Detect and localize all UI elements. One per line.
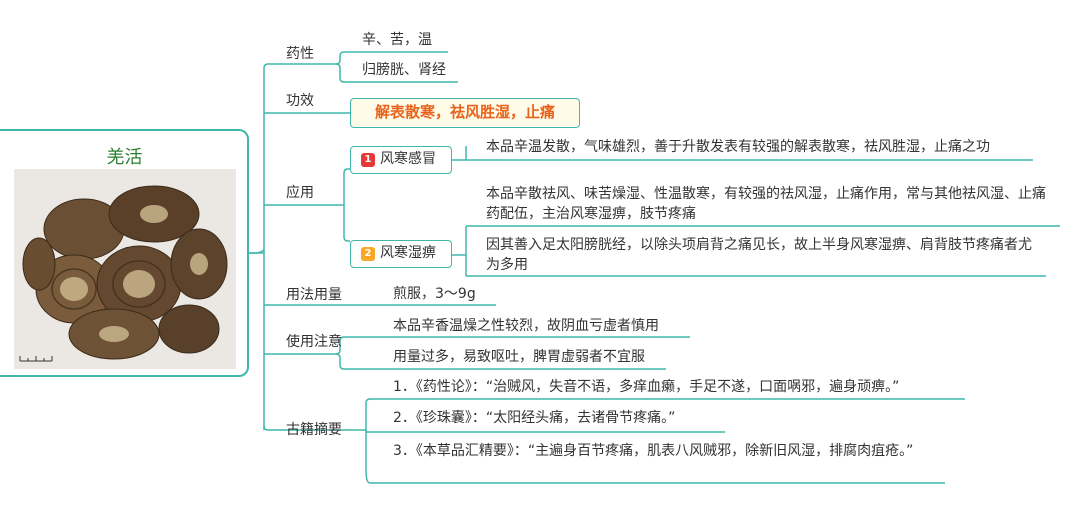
yingyong-detail: 本品辛散祛风、味苦燥湿、性温散寒，有较强的祛风湿，止痛作用，常与其他祛风湿、止痛… [486,186,1046,222]
branch-label-yingyong: 应用 [286,185,314,201]
herb-image [14,169,236,369]
guji-item: 2．《珍珠囊》：“太阳经头痛，去诸骨节疼痛。” [393,410,676,426]
yingyong-detail: 因其善入足太阳膀胱经，以除头项肩背之痛见长，故上半身风寒湿痹、肩背肢节疼痛者尤为… [486,237,1032,273]
yongfa-value: 煎服，3～9g [393,286,476,302]
root-title: 羌活 [106,147,143,168]
guji-item: 1．《药性论》：“治贼风，失音不语，多痒血癞，手足不遂，口面㖞邪，遍身顽痹。” [393,379,900,395]
branch-label-guji: 古籍摘要 [286,422,342,438]
tag-label: 风寒湿痹 [380,245,436,261]
yaoxing-item: 辛、苦，温 [362,32,432,48]
zhuyi-item: 本品辛香温燥之性较烈，故阴血亏虚者慎用 [393,318,659,334]
branch-label-gongxiao: 功效 [286,93,314,109]
yingyong-tag-2: 2 风寒湿痹 [350,240,452,268]
branch-label-zhuyi: 使用注意 [286,334,342,350]
branch-label-yaoxing: 药性 [286,46,314,62]
badge-number: 1 [361,153,375,167]
gongxiao-value: 解表散寒，祛风胜湿，止痛 [350,98,580,128]
yingyong-detail: 本品辛温发散，气味雄烈，善于升散发表有较强的解表散寒，祛风胜湿，止痛之功 [486,139,990,155]
branch-label-yongfa: 用法用量 [286,287,342,303]
badge-number: 2 [361,247,375,261]
root-node: 羌活 [0,129,249,377]
guji-item: 3．《本草品汇精要》：“主遍身百节疼痛，肌表八风贼邪，除新旧风湿，排腐肉疽疮。” [393,443,914,459]
yaoxing-item: 归膀胱、肾经 [362,62,446,78]
yingyong-tag-1: 1 风寒感冒 [350,146,452,174]
tag-label: 风寒感冒 [380,151,436,167]
zhuyi-item: 用量过多，易致呕吐，脾胃虚弱者不宜服 [393,349,645,365]
